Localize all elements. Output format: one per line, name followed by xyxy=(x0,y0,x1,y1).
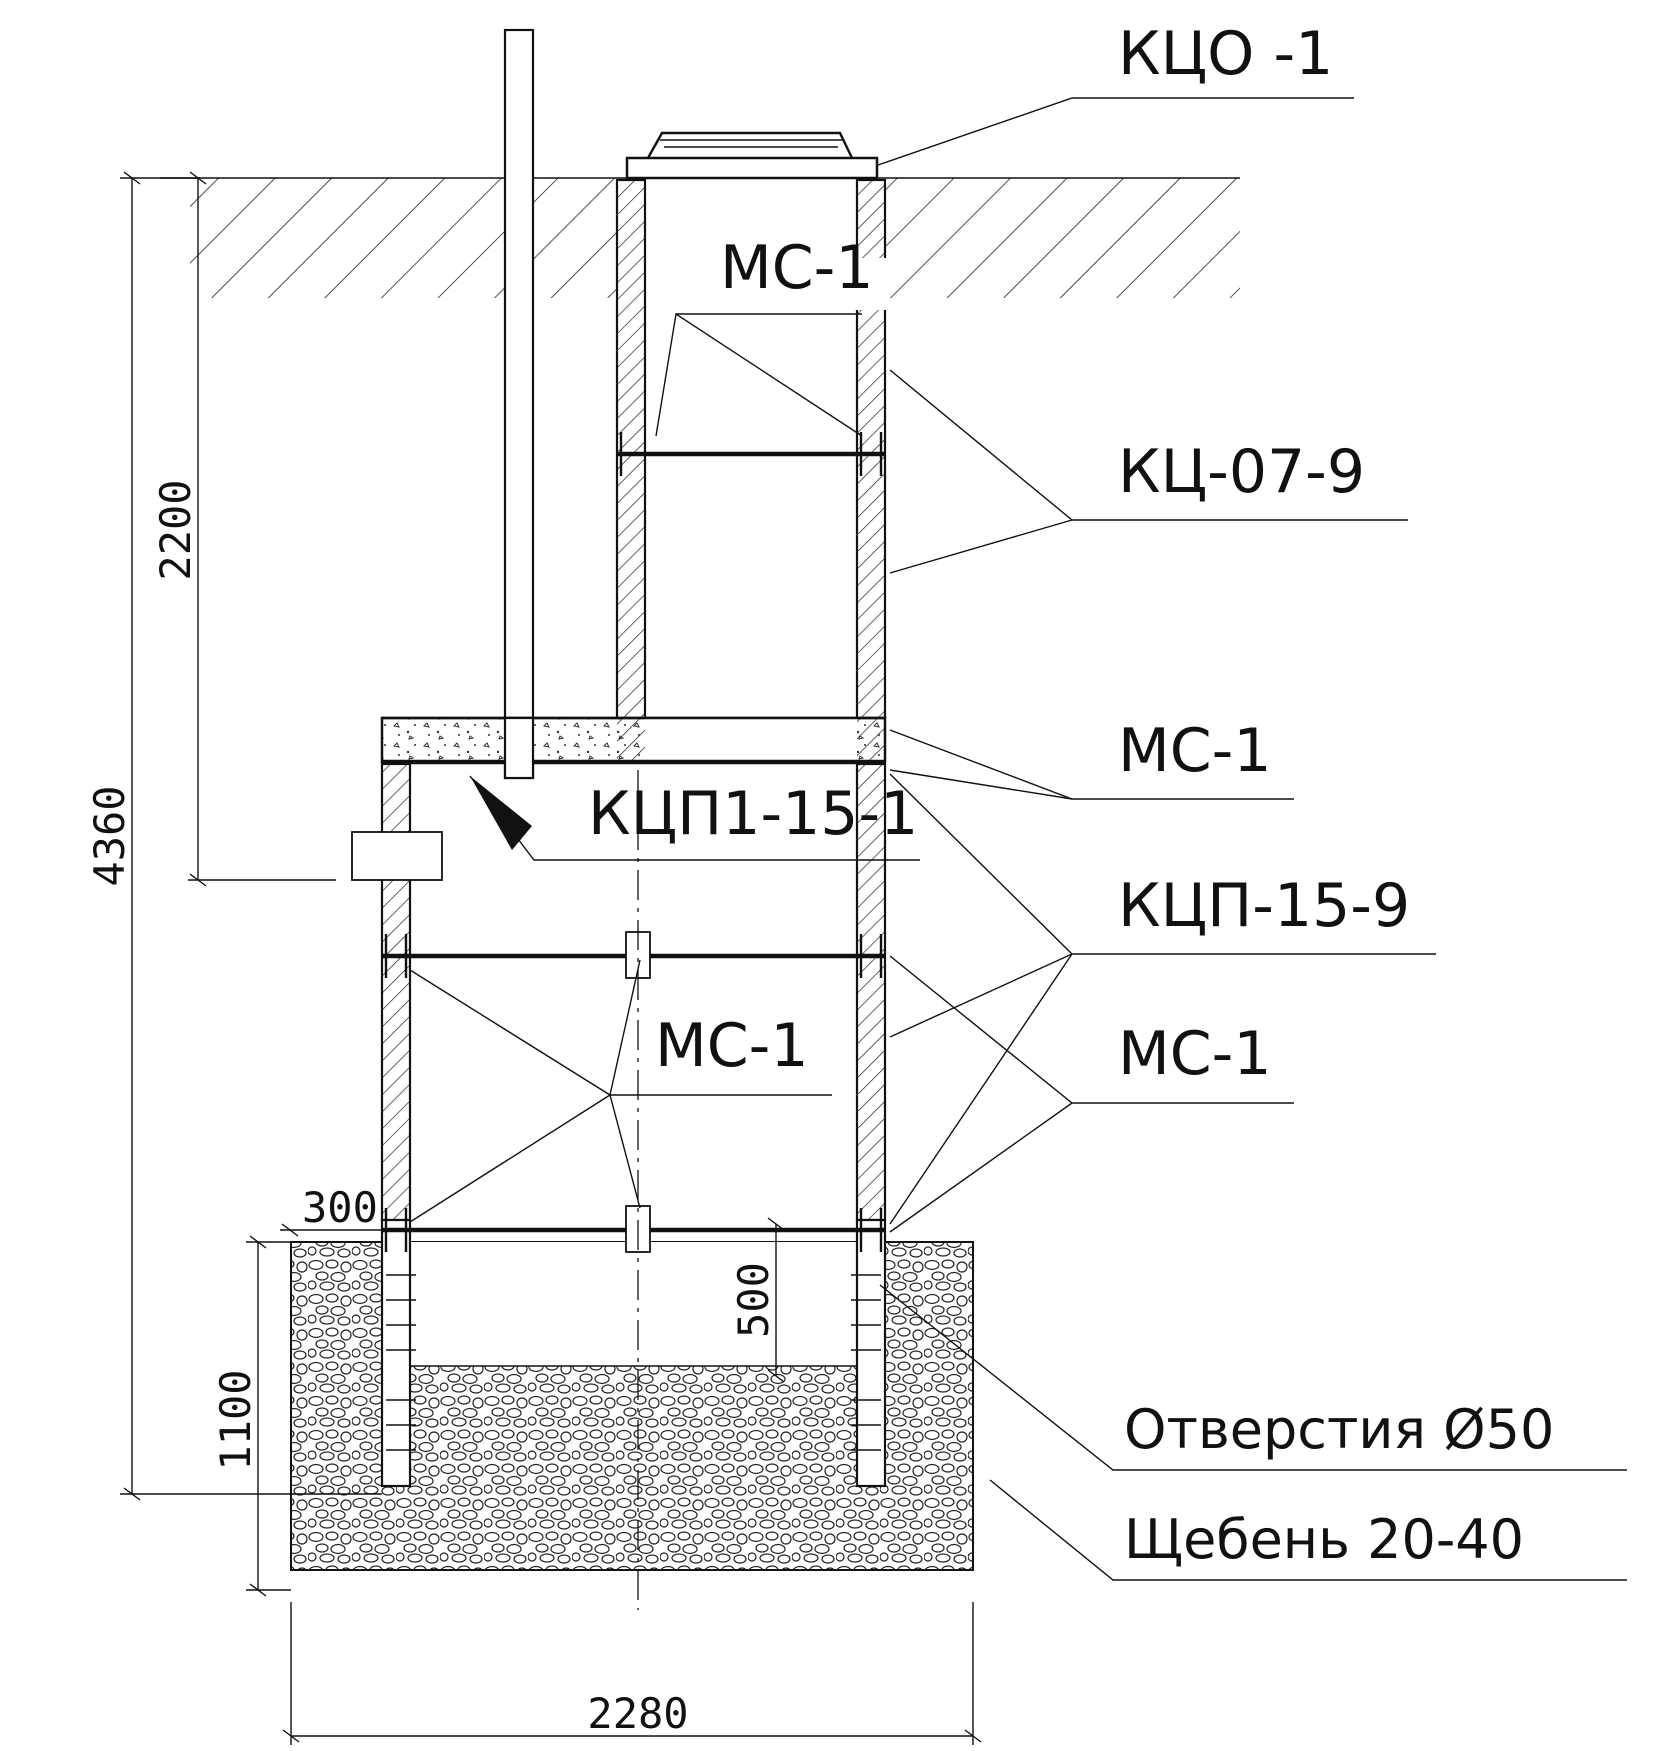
label-ms-1-top: МС-1 xyxy=(720,233,874,303)
dim-width: 2280 xyxy=(587,1689,688,1738)
cover-slab-kcp1-15-1 xyxy=(380,716,887,780)
label-kcp-15-9: КЦП-15-9 xyxy=(1118,871,1410,941)
label-gravel: Щебень 20-40 xyxy=(1124,1508,1524,1571)
label-kco-1: КЦО -1 xyxy=(1118,19,1333,89)
label-holes: Отверстия Ø50 xyxy=(1124,1398,1554,1461)
hatch-cover-kco-1 xyxy=(625,131,879,180)
label-kcp1-15-1: КЦП1-15-1 xyxy=(588,779,918,849)
vent-pipe xyxy=(503,28,535,780)
label-ms-1-mid: МС-1 xyxy=(1118,716,1272,786)
tie-bars-ms-1 xyxy=(382,432,885,1253)
dimension-lines xyxy=(120,171,982,1745)
inlet-pipe xyxy=(351,831,443,881)
dim-offset: 300 xyxy=(302,1183,378,1232)
dim-gravel-top: 500 xyxy=(729,1262,778,1338)
dim-total-height: 4360 xyxy=(85,785,134,886)
label-ms-1-low: МС-1 xyxy=(1118,1019,1272,1089)
ground-soil xyxy=(160,177,1240,298)
label-kc-07-9: КЦ-07-9 xyxy=(1118,437,1365,507)
dim-upper-height: 2200 xyxy=(151,479,200,580)
label-ms-1-inner: МС-1 xyxy=(655,1011,809,1081)
dim-gravel-height: 1100 xyxy=(211,1369,260,1470)
arrow-head xyxy=(470,776,532,850)
leader-lines xyxy=(409,97,1627,1581)
